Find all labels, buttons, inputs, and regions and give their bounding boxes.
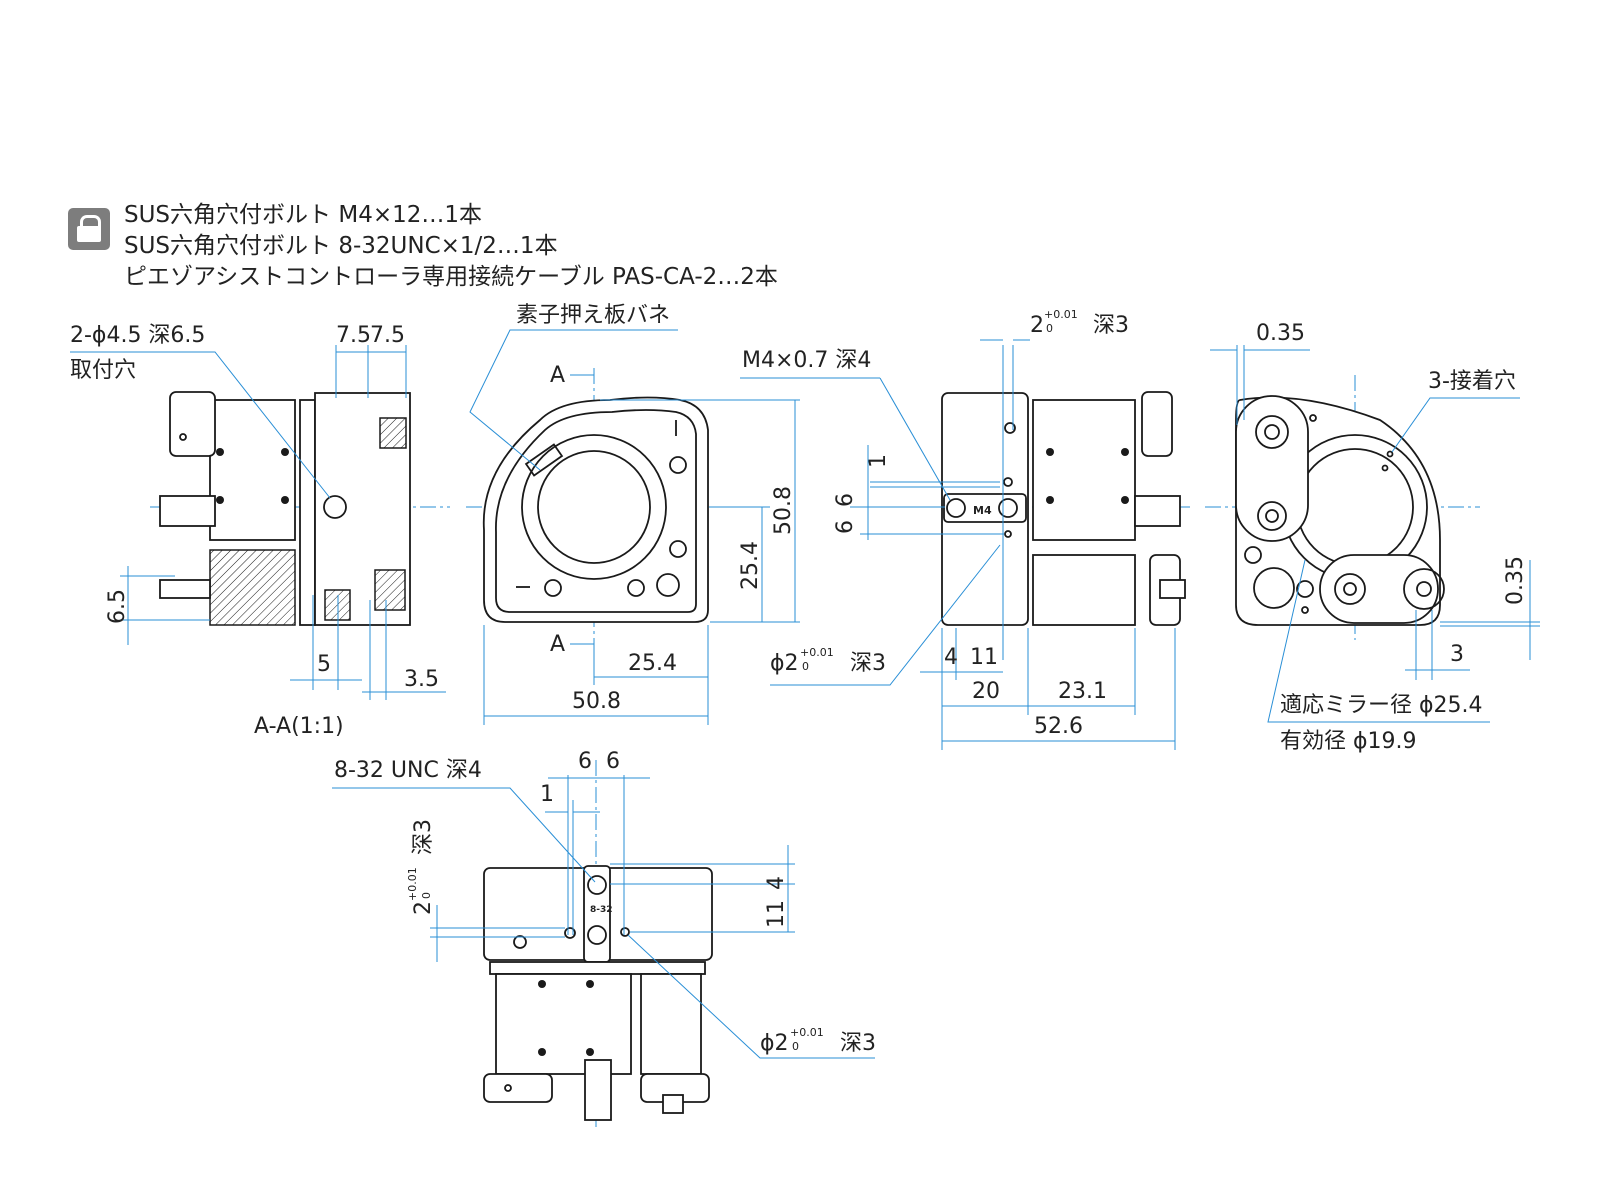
accessory-item: SUS六角穴付ボルト 8-32UNC×1/2…1本 — [124, 233, 558, 259]
callout-mounting-holes: 2-ϕ4.5 深6.5 — [70, 323, 205, 348]
section-mark-top: A — [550, 363, 565, 388]
dim-rear-right: 0.35 — [1503, 556, 1528, 605]
engrave-8-32: 8-32 — [590, 905, 613, 915]
dim-top-pin-suffix: 深3 — [1093, 313, 1129, 338]
dim-top-1: 1 — [540, 782, 554, 807]
dim-rear-bottom: 3 — [1450, 642, 1464, 667]
dim-left-pin-suffix: 深3 — [411, 819, 436, 855]
effective-diameter: 有効径 ϕ19.9 — [1280, 729, 1417, 754]
dim-right-11: 11 — [764, 900, 789, 928]
bottom-view: 8-32 8-32 UNC 深4 — [332, 749, 876, 1130]
dim-52-6: 52.6 — [1034, 714, 1083, 739]
side-section-view: 2-ϕ4.5 深6.5 取付穴 7.5 7.5 6.5 5 3.5 A-A(1:… — [70, 323, 450, 739]
accessory-list: SUS六角穴付ボルト M4×12…1本 SUS六角穴付ボルト 8-32UNC×1… — [124, 200, 778, 293]
callout-pin-tol-minus: 0 — [792, 1040, 799, 1053]
section-caption: A-A(1:1) — [254, 714, 344, 739]
dim-top-b: 7.5 — [370, 323, 405, 348]
dim-right-4: 4 — [764, 876, 789, 890]
callout-pin-suffix: 深3 — [840, 1031, 876, 1056]
callout-pin-tol-plus: +0.01 — [790, 1026, 824, 1039]
dim-left-pin-tol-plus: +0.01 — [406, 867, 419, 901]
dim-top-6a: 6 — [578, 749, 592, 774]
callout-pin-prefix: ϕ2 — [760, 1031, 789, 1056]
dim-width-total: 50.8 — [572, 689, 621, 714]
callout-pin-tol-plus: +0.01 — [800, 646, 834, 659]
section-mark-bottom: A — [550, 632, 565, 657]
lock-icon — [68, 208, 110, 250]
mirror-diameter: 適応ミラー径 ϕ25.4 — [1280, 693, 1483, 718]
dim-top-6b: 6 — [606, 749, 620, 774]
callout-m4-thread: M4×0.7 深4 — [742, 348, 871, 373]
dim-23-1: 23.1 — [1058, 679, 1107, 704]
rear-view: 0.35 3-接着穴 0.35 3 適応ミラー径 ϕ25.4 有効径 ϕ19.9 — [1205, 321, 1540, 754]
dim-bottom-b: 3.5 — [404, 667, 439, 692]
dim-height-total: 50.8 — [771, 486, 796, 535]
dim-top-a: 7.5 — [336, 323, 371, 348]
dim-20: 20 — [972, 679, 1000, 704]
callout-832-thread: 8-32 UNC 深4 — [334, 758, 482, 783]
dim-left-pin: 2 +0.01 0 深3 — [406, 819, 436, 915]
accessory-item: SUS六角穴付ボルト M4×12…1本 — [124, 202, 482, 228]
dim-rear-top: 0.35 — [1256, 321, 1305, 346]
dim-width-half: 25.4 — [628, 651, 677, 676]
dim-left-pin-tol-minus: 0 — [420, 892, 433, 899]
callout-mounting-holes-sub: 取付穴 — [70, 358, 136, 383]
callout-adhesive-holes: 3-接着穴 — [1428, 369, 1516, 394]
dim-bottom-a: 5 — [317, 652, 331, 677]
accessory-item: ピエゾアシストコントローラ専用接続ケーブル PAS-CA-2…2本 — [124, 264, 778, 290]
dim-left-1: 1 — [866, 454, 891, 468]
dim-4: 4 — [944, 645, 958, 670]
callout-spring: 素子押え板バネ — [516, 303, 670, 328]
dim-height-half: 25.4 — [738, 541, 763, 590]
dim-top-pin-tol-plus: +0.01 — [1044, 308, 1078, 321]
dim-11: 11 — [970, 645, 998, 670]
dim-top-pin: 2 — [1030, 313, 1044, 338]
dim-left-pin-value: 2 — [411, 901, 436, 915]
callout-pin-prefix: ϕ2 — [770, 651, 799, 676]
callout-pin-suffix: 深3 — [850, 651, 886, 676]
dim-left-6a: 6 — [833, 493, 858, 507]
callout-pin-tol-minus: 0 — [802, 660, 809, 673]
front-view: 素子押え板バネ A A 50.8 25.4 25.4 50.8 — [466, 303, 800, 725]
dim-top-pin-tol-minus: 0 — [1046, 322, 1053, 335]
dim-top-pin-value: 2 — [1030, 313, 1044, 338]
dim-left-height: 6.5 — [105, 589, 130, 624]
engrave-m4: M4 — [973, 504, 992, 517]
right-side-view: M4 2 +0.01 0 深3 M4×0.7 深4 1 6 6 ϕ2 — [740, 308, 1190, 750]
dim-left-6b: 6 — [833, 520, 858, 534]
